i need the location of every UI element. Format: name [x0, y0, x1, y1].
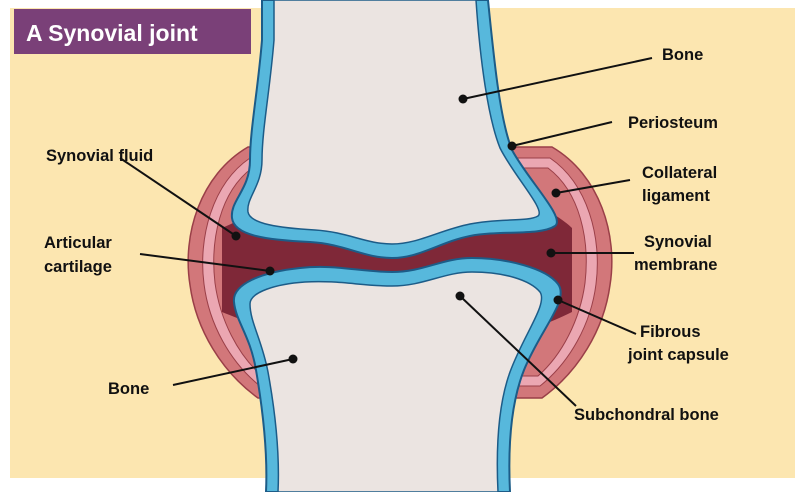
leader-dots [231, 94, 563, 364]
dot-bone-bottom [288, 354, 298, 364]
leader-bone-bottom [172, 358, 294, 386]
label-articular-cartilage-line2: cartilage [44, 258, 112, 276]
label-subchondral-bone: Subchondral bone [574, 406, 719, 424]
label-bone-bottom: Bone [108, 380, 149, 398]
dot-synovial-membrane [546, 248, 556, 258]
dot-articular-cartilage [265, 266, 275, 276]
leader-synovial-fluid [119, 157, 237, 237]
label-fibrous-capsule-line2: joint capsule [627, 346, 729, 364]
title: A Synovial joint [26, 20, 198, 46]
label-collateral-ligament-line1: Collateral [642, 164, 717, 182]
label-articular-cartilage-line1: Articular [44, 234, 112, 252]
label-periosteum: Periosteum [628, 114, 718, 132]
leader-lines [119, 57, 653, 407]
leader-fibrous-capsule [557, 299, 637, 335]
dot-periosteum [507, 141, 517, 151]
leader-bone-top [462, 57, 653, 100]
dot-bone-top [458, 94, 468, 104]
leader-periosteum [511, 121, 613, 147]
label-synovial-membrane-line1: Synovial [644, 233, 712, 251]
dot-subchondral-bone [455, 291, 465, 301]
leader-subchondral-bone [459, 295, 577, 407]
label-synovial-membrane-line2: membrane [634, 256, 717, 274]
leader-articular-cartilage [139, 253, 271, 272]
label-fibrous-capsule-line1: Fibrous [640, 323, 701, 341]
title-box [14, 9, 251, 54]
upper-bone [247, 0, 540, 245]
dot-fibrous-capsule [553, 295, 563, 305]
lower-bone [249, 271, 543, 492]
label-collateral-ligament-line2: ligament [642, 187, 710, 205]
leader-collateral-ligament [555, 179, 631, 194]
label-bone-top: Bone [662, 46, 703, 64]
label-synovial-fluid: Synovial fluid [46, 147, 153, 165]
dot-collateral-ligament [551, 188, 561, 198]
dot-synovial-fluid [231, 231, 241, 241]
